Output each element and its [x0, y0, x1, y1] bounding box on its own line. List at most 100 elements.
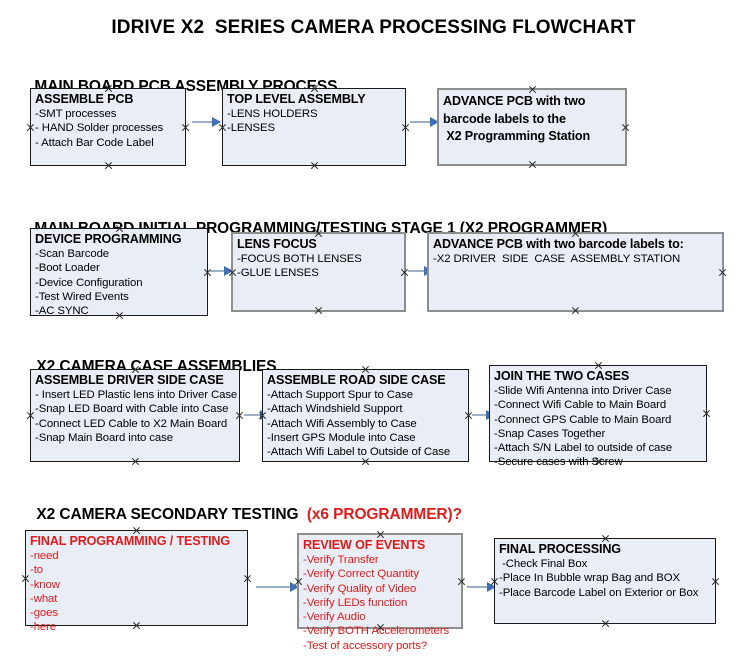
box-assemble-road-side-case-title: ASSEMBLE ROAD SIDE CASE [267, 373, 446, 387]
box-device-programming-line-2: -Device Configuration [35, 276, 143, 289]
box-advance-pcb-programming-station[interactable]: ADVANCE PCB with two barcode labels to t… [437, 88, 627, 166]
box-assemble-pcb[interactable]: ASSEMBLE PCB -SMT processes - HAND Solde… [30, 88, 186, 166]
box-final-processing-line-0: -Check Final Box [499, 558, 588, 570]
box-join-the-two-cases-line-0: -Slide Wifi Antenna into Driver Case [494, 385, 672, 397]
connector-shaft [244, 414, 268, 416]
box-top-level-assembly-line-0: -LENS HOLDERS [227, 108, 318, 120]
section-heading-4-text: X2 CAMERA SECONDARY TESTING [36, 506, 307, 523]
connector-shaft [210, 270, 232, 272]
resize-handle-left[interactable] [21, 574, 30, 583]
box-review-of-events-line-2: -Verify Quality of Video [303, 582, 417, 595]
box-top-level-assembly-line-1: -LENSES [227, 122, 276, 135]
box-assemble-road-side-case-line-1: -Attach Windshield Support [267, 403, 403, 416]
box-advance-pcb-driver-side[interactable]: ADVANCE PCB with two barcode labels to: … [427, 232, 724, 312]
box-assemble-pcb-line-2: - Attach Bar Code Label [35, 136, 154, 149]
box-final-processing-line-2: -Place Barcode Label on Exterior or Box [499, 586, 699, 599]
resize-handle-bottom[interactable] [601, 619, 610, 628]
resize-handle-bottom[interactable] [314, 306, 323, 315]
connector-2a [210, 266, 233, 276]
box-review-of-events-line-3: -Verify LEDs function [303, 596, 408, 609]
box-lens-focus-title: LENS FOCUS [237, 237, 317, 251]
box-final-programming-testing-line-1: -to [30, 564, 43, 577]
box-join-the-two-cases-line-4: -Attach S/N Label to outside of case [494, 442, 673, 455]
box-final-programming-testing-line-2: -know [30, 578, 60, 591]
connector-shaft [408, 270, 432, 272]
arrowhead-icon [212, 117, 221, 127]
arrowhead-icon [224, 266, 233, 276]
box-top-level-assembly[interactable]: TOP LEVEL ASSEMBLY -LENS HOLDERS -LENSES [222, 88, 406, 166]
box-final-programming-testing-line-4: -goes [30, 607, 58, 620]
box-final-processing[interactable]: FINAL PROCESSING -Check Final Box -Place… [494, 538, 716, 624]
connector-1b [410, 117, 439, 127]
box-device-programming[interactable]: DEVICE PROGRAMMING -Scan Barcode -Boot L… [30, 228, 208, 318]
connector-4a [256, 582, 299, 592]
arrowhead-icon [487, 582, 496, 592]
arrowhead-icon [430, 117, 439, 127]
section-heading-4: X2 CAMERA SECONDARY TESTING (x6 PROGRAMM… [28, 488, 462, 524]
box-advance-pcb-driver-side-line-0: -X2 DRIVER SIDE CASE ASSEMBLY STATION [433, 253, 681, 265]
box-device-programming-line-1: -Boot Loader [35, 262, 100, 275]
resize-handle-left[interactable] [26, 411, 35, 420]
box-advance-pcb-driver-side-title: ADVANCE PCB with two barcode labels to: [433, 237, 684, 251]
resize-handle-left[interactable] [26, 123, 35, 132]
box-assemble-road-side-case[interactable]: ASSEMBLE ROAD SIDE CASE -Attach Support … [262, 369, 469, 462]
box-review-of-events-line-5: -Verify BOTH Accelerometers [303, 625, 450, 638]
box-join-the-two-cases-line-2: -Connect GPS Cable to Main Board [494, 413, 672, 426]
connector-shaft [256, 586, 298, 588]
box-final-programming-testing-line-0: -need [30, 550, 59, 562]
page-title: IDRIVE X2 SERIES CAMERA PROCESSING FLOWC… [111, 17, 636, 38]
box-assemble-road-side-case-line-0: -Attach Support Spur to Case [267, 389, 413, 401]
box-final-programming-testing-line-5: -here [30, 621, 57, 634]
connector-shaft [410, 121, 438, 123]
box-assemble-driver-side-case-title: ASSEMBLE DRIVER SIDE CASE [35, 373, 224, 387]
box-review-of-events-line-1: -Verify Correct Quantity [303, 568, 419, 581]
box-join-the-two-cases-line-1: -Connect Wifi Cable to Main Board [494, 399, 667, 412]
box-assemble-pcb-line-1: - HAND Solder processes [35, 122, 164, 135]
box-final-processing-title: FINAL PROCESSING [499, 542, 621, 556]
box-join-the-two-cases-line-3: -Snap Cases Together [494, 427, 606, 440]
connector-1a [192, 117, 221, 127]
resize-handle-bottom[interactable] [310, 161, 319, 170]
box-review-of-events-title: REVIEW OF EVENTS [303, 538, 426, 552]
box-assemble-road-side-case-line-3: -Insert GPS Module into Case [267, 431, 416, 444]
box-lens-focus-line-0: -FOCUS BOTH LENSES [237, 253, 362, 265]
box-top-level-assembly-title: TOP LEVEL ASSEMBLY [227, 92, 366, 106]
box-join-the-two-cases-title: JOIN THE TWO CASES [494, 369, 630, 383]
resize-handle-bottom[interactable] [104, 161, 113, 170]
section-heading-4-accent: (x6 PROGRAMMER)? [306, 506, 462, 523]
box-assemble-road-side-case-line-2: -Attach Wifi Assembly to Case [267, 417, 417, 430]
box-join-the-two-cases[interactable]: JOIN THE TWO CASES -Slide Wifi Antenna i… [489, 365, 707, 468]
box-review-of-events-line-6: -Test of accessory ports? [303, 639, 428, 652]
box-assemble-driver-side-case-line-3: -Snap Main Board into case [35, 431, 173, 444]
box-assemble-driver-side-case-line-0: - Insert LED Plastic lens into Driver Ca… [35, 389, 238, 401]
connector-4b [467, 582, 496, 592]
box-review-of-events-line-0: -Verify Transfer [303, 554, 379, 566]
box-assemble-pcb-line-0: -SMT processes [35, 108, 117, 120]
box-assemble-road-side-case-line-4: -Attach Wifi Label to Outside of Case [267, 446, 451, 459]
box-assemble-pcb-title: ASSEMBLE PCB [35, 92, 134, 106]
box-assemble-driver-side-case[interactable]: ASSEMBLE DRIVER SIDE CASE - Insert LED P… [30, 369, 240, 462]
box-device-programming-title: DEVICE PROGRAMMING [35, 232, 182, 246]
box-assemble-driver-side-case-line-1: -Snap LED Board with Cable into Case [35, 403, 229, 416]
connector-shaft [472, 414, 494, 416]
box-device-programming-line-0: -Scan Barcode [35, 248, 110, 260]
resize-handle-bottom[interactable] [528, 160, 537, 169]
box-review-of-events-line-4: -Verify Audio [303, 611, 366, 624]
box-lens-focus-line-1: -GLUE LENSES [237, 267, 319, 280]
box-review-of-events[interactable]: REVIEW OF EVENTS -Verify Transfer -Verif… [297, 533, 463, 652]
resize-handle-bottom[interactable] [571, 306, 580, 315]
box-final-programming-testing[interactable]: FINAL PROGRAMMING / TESTING -need -to -k… [25, 530, 248, 633]
connector-shaft [192, 121, 220, 123]
box-advance-pcb-programming-station-title: ADVANCE PCB with two barcode labels to t… [443, 94, 590, 143]
box-join-the-two-cases-line-5: -Secure cases with Screw [494, 456, 623, 469]
arrowhead-icon [290, 582, 299, 592]
box-final-programming-testing-title: FINAL PROGRAMMING / TESTING [30, 534, 231, 548]
box-final-processing-line-1: -Place In Bubble wrap Bag and BOX [499, 572, 680, 585]
box-device-programming-line-4: -AC SYNC [35, 305, 89, 318]
resize-handle-right[interactable] [718, 268, 727, 277]
resize-handle-bottom[interactable] [131, 457, 140, 466]
box-lens-focus[interactable]: LENS FOCUS -FOCUS BOTH LENSES -GLUE LENS… [231, 232, 406, 312]
connector-shaft [467, 586, 495, 588]
box-final-programming-testing-line-3: -what [30, 592, 58, 605]
box-device-programming-line-3: -Test Wired Events [35, 290, 129, 303]
